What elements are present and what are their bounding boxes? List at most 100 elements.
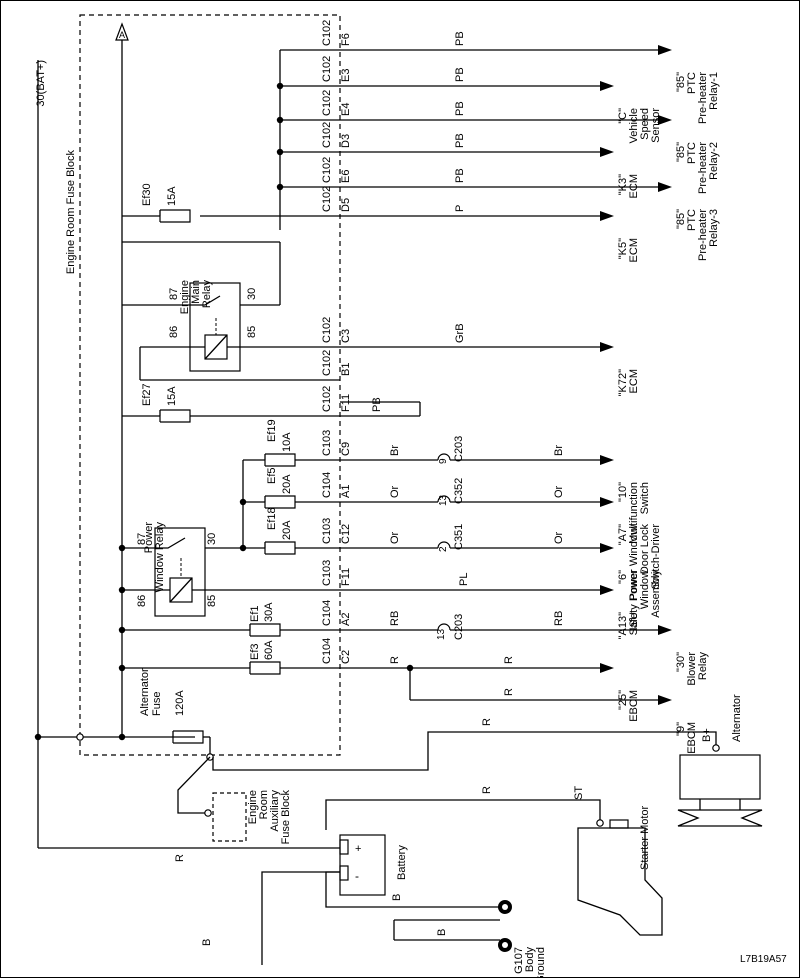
connector-a-label: A <box>119 30 125 40</box>
dest-A1: Switch-Driver <box>650 524 662 590</box>
pin-E6: E6 <box>340 170 352 183</box>
pin-A1: A1 <box>340 485 352 498</box>
wire-color-C3: GrB <box>454 323 466 343</box>
engine-main-relay-title: Engine <box>179 280 191 314</box>
alt-fuse-label: Alternator <box>139 668 151 716</box>
ground-G107-label: G107 <box>513 947 525 974</box>
starter-motor-body <box>577 827 663 936</box>
dest-E6: Relay-3 <box>708 209 720 247</box>
battery-minus-post <box>339 865 349 881</box>
dest-E4: Pre-heater <box>697 142 709 194</box>
wire-color2-A2: RB <box>553 611 565 626</box>
connector-F11b: C103 <box>321 560 333 586</box>
ef30-rating: 15A <box>166 186 178 206</box>
aux-fuse-block-label: Auxiliary <box>269 790 281 832</box>
fuse-ef18 <box>264 541 296 555</box>
alternator-bracket <box>677 809 763 827</box>
pin-E4: E4 <box>340 103 352 116</box>
starter-solenoid-cap <box>609 819 629 829</box>
dest-ebcm9: EBCM <box>686 722 698 754</box>
ground-G107-label: Body <box>524 947 536 973</box>
dest-C3: ECM <box>628 369 640 393</box>
dest-D5: ECM <box>628 238 640 262</box>
wire-color2-C9: Br <box>553 445 565 456</box>
pin-C2: C2 <box>340 650 352 664</box>
engine-room-fuse-block-border <box>79 14 341 756</box>
dest-E3: Vehicle <box>628 108 640 143</box>
dest-E3: Speed <box>639 108 651 140</box>
dest-E4: Relay-2 <box>708 142 720 180</box>
supply-label: 30(BAT+) <box>35 60 47 107</box>
relay-pin-85: 85 <box>246 326 258 338</box>
starter-label: Starter Motor <box>639 805 651 870</box>
inline-conn-C9: C203 <box>453 436 465 462</box>
dest-C12: "6" <box>617 570 629 584</box>
engine-main-relay-box <box>189 282 241 372</box>
connector-E6: C102 <box>321 157 333 183</box>
wire-color-D3: PB <box>454 133 466 148</box>
wire-color2-C2: R <box>503 656 515 664</box>
dest-C3: "K72" <box>617 369 629 396</box>
inline-conn-A2: C203 <box>453 614 465 640</box>
wire-color-F6: PB <box>454 31 466 46</box>
ef3-label: Ef3 <box>249 643 261 660</box>
ef18-rating: 20A <box>281 520 293 540</box>
arrow-A2 <box>658 625 672 635</box>
dest-A1: Power Window/ <box>628 523 640 600</box>
connector-E4: C102 <box>321 90 333 116</box>
dest-F6: PTC <box>686 72 698 94</box>
pin-F6: F6 <box>340 33 352 46</box>
dest-C12: Safety Power <box>628 570 640 636</box>
dest-F6: "85" <box>675 72 687 92</box>
pin-D3: D3 <box>340 134 352 148</box>
branch-dot <box>276 148 284 156</box>
wire-color-ebcm9: R <box>503 688 515 696</box>
pin-F11b: F11 <box>340 568 352 586</box>
ef27-label: Ef27 <box>141 383 153 406</box>
wire-color-g107: B <box>391 894 403 901</box>
starter-wire <box>325 799 601 830</box>
dest-F6: Relay-1 <box>708 72 720 110</box>
branch-dot <box>276 116 284 124</box>
aux-fuse-block-label: Fuse Block <box>280 790 292 845</box>
inline-connector <box>437 541 451 549</box>
inline-conn-C12: C351 <box>453 524 465 550</box>
wire-color-E6: PB <box>454 168 466 183</box>
connector-F6: C102 <box>321 20 333 46</box>
pw-relay-pin-30: 30 <box>206 533 218 545</box>
dest-D5: "K5" <box>617 238 629 259</box>
battery-plus-post <box>339 839 349 855</box>
engine-ground-wire <box>261 871 340 965</box>
connector-C12: C103 <box>321 518 333 544</box>
inline-connector <box>437 495 451 503</box>
alternator-terminal <box>712 744 720 752</box>
pw-relay-pin-85: 85 <box>206 595 218 607</box>
fuse-ef5 <box>264 495 296 509</box>
connector-C2: C104 <box>321 638 333 664</box>
aux-block-wire <box>177 756 211 814</box>
ef1-rating: 30A <box>263 602 275 622</box>
image-code: L7B19A57 <box>740 954 787 965</box>
fuse-block-terminal <box>76 733 84 741</box>
wire-color-D5: P <box>454 205 466 212</box>
alternator-wire <box>212 731 717 771</box>
battery-minus-sign: - <box>355 869 359 883</box>
wire-color-A2: RB <box>389 611 401 626</box>
battery-body <box>339 834 386 896</box>
dest-C2: EBCM <box>628 690 640 722</box>
inline-conn-A1: C352 <box>453 478 465 504</box>
aux-fuse-block-box <box>212 792 247 842</box>
dest-E4: "85" <box>675 142 687 162</box>
ground-G106-ring <box>502 942 508 948</box>
branch-dot <box>276 82 284 90</box>
branch-dot <box>276 183 284 191</box>
branch-dot <box>118 586 126 594</box>
pw-relay-pin-87: 87 <box>136 533 148 545</box>
engine-main-relay-title: Main <box>190 280 202 304</box>
dest-F11b: ISU <box>628 612 640 630</box>
inline-pin-C12: 2 <box>438 546 449 552</box>
power-window-relay-title: Window Relay <box>154 522 166 593</box>
dest-C2: "25" <box>617 690 629 710</box>
